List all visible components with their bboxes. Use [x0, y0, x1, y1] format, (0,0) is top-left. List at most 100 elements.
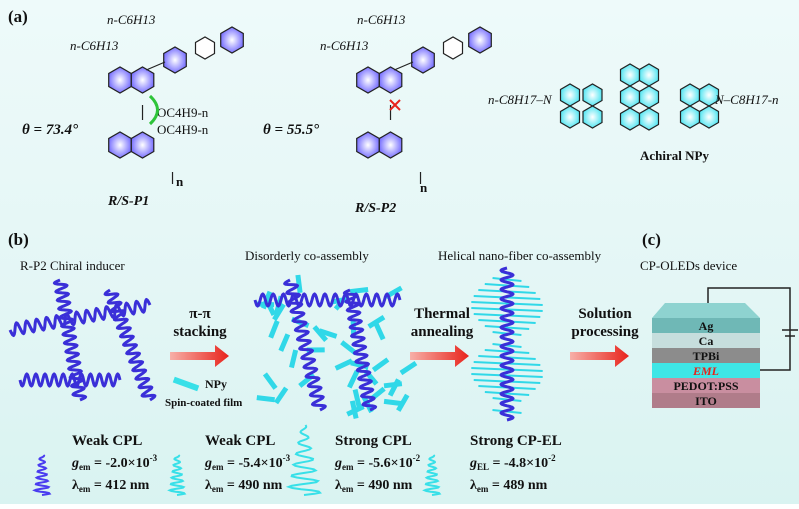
- npy-rod: [278, 333, 290, 352]
- npy-rod: [268, 320, 279, 339]
- step-3-title: Helical nano-fiber co-assembly: [438, 248, 602, 263]
- result-title: Strong CP-EL: [470, 433, 562, 449]
- aromatic-ring: [379, 132, 402, 158]
- npy-right-chain: N–C8H17-n: [714, 92, 779, 107]
- npy-name: Achiral NPy: [640, 148, 709, 163]
- structure-npy: n-C8H17–N N–C8H17-n Achiral NPy: [488, 64, 779, 163]
- layer-label: Ag: [699, 319, 714, 333]
- aromatic-ring: [357, 132, 380, 158]
- cpl-spring-icon: [289, 425, 320, 495]
- result-lambda-value: λem = 489 nm: [470, 478, 548, 494]
- polymer-helix: [255, 294, 400, 306]
- device-title: CP-OLEDs device: [640, 258, 737, 273]
- structure-p1: n-C6H13 n-C6H13 OC4H9-n OC4H9-n θ = 73.4…: [22, 12, 243, 209]
- npy-rod: [372, 357, 389, 372]
- aromatic-ring: [379, 67, 402, 93]
- npy-rings: [561, 64, 719, 130]
- device-top-face: [652, 303, 760, 318]
- helix-drawings: [10, 268, 543, 420]
- p2-n: n: [420, 180, 428, 195]
- p1-butoxy-2: OC4H9-n: [157, 122, 209, 137]
- layer-label: PEDOT:PSS: [673, 379, 738, 393]
- cpl-spring-icon: [35, 455, 50, 495]
- aromatic-ring: [681, 106, 700, 128]
- npy-rod: [289, 349, 298, 368]
- panel-a-label: (a): [8, 7, 28, 26]
- layer-label: Ca: [699, 334, 714, 348]
- result-lambda-value: λem = 412 nm: [72, 478, 150, 494]
- aromatic-ring: [681, 84, 700, 106]
- result-title: Weak CPL: [72, 433, 142, 449]
- p2-hexyl-2: n-C6H13: [320, 38, 369, 53]
- aromatic-ring: [640, 86, 659, 108]
- aromatic-ring: [357, 67, 380, 93]
- p1-hexyl-2: n-C6H13: [70, 38, 119, 53]
- layer-label: EML: [692, 364, 719, 378]
- aromatic-ring: [131, 132, 154, 158]
- npy-rod: [256, 395, 274, 402]
- arrow-3-line-2: processing: [571, 324, 639, 340]
- npy-legend-swatch: [173, 377, 199, 392]
- p1-butoxy-1: OC4H9-n: [157, 105, 209, 120]
- layer-label: ITO: [695, 394, 717, 408]
- spin-coated-film-label: Spin-coated film: [165, 397, 242, 409]
- panel-c-label: (c): [642, 230, 661, 249]
- npy-rod: [384, 381, 402, 388]
- aromatic-ring: [640, 108, 659, 130]
- arrow-1-line-2: stacking: [173, 324, 227, 340]
- aromatic-ring: [621, 64, 640, 86]
- aromatic-ring: [561, 84, 580, 106]
- aromatic-ring: [221, 27, 244, 53]
- arrow-1-line-1: π-π: [189, 306, 211, 322]
- arrow-2-line-1: Thermal: [414, 306, 470, 322]
- aromatic-ring: [583, 84, 602, 106]
- npy-left-chain: n-C8H17–N: [488, 92, 553, 107]
- arrow-3-line-1: Solution: [578, 306, 632, 322]
- npy-rod: [274, 387, 288, 405]
- p1-name: R/S-P1: [107, 194, 149, 209]
- step-1-title: R-P2 Chiral inducer: [20, 258, 125, 273]
- p2-name: R/S-P2: [354, 201, 396, 216]
- step-2-title: Disorderly co-assembly: [245, 248, 369, 263]
- aromatic-ring: [700, 106, 719, 128]
- npy-rod: [263, 372, 278, 389]
- result-g-value: gEL = -4.8×10-2: [469, 453, 556, 472]
- aromatic-ring: [164, 47, 187, 73]
- arrow-thermal-annealing: Thermal annealing: [410, 306, 474, 367]
- polymer-helix: [285, 280, 326, 410]
- npy-rod: [400, 361, 418, 375]
- p2-hexyl-1: n-C6H13: [357, 12, 406, 27]
- aromatic-ring: [469, 27, 492, 53]
- aromatic-ring: [412, 47, 435, 73]
- p1-hexyl-1: n-C6H13: [107, 12, 156, 27]
- structure-p2: n-C6H13 n-C6H13 θ = 55.5° n R/S-P2: [263, 12, 491, 216]
- p1-n: n: [176, 174, 184, 189]
- arrow-pi-stacking: π-π stacking: [170, 306, 229, 367]
- result-g-value: gem = -5.4×10-3: [204, 453, 291, 472]
- result-lambda-value: λem = 490 nm: [205, 478, 283, 494]
- layer-label: TPBi: [693, 349, 720, 363]
- aromatic-ring: [109, 132, 132, 158]
- result-lambda-value: λem = 490 nm: [335, 478, 413, 494]
- arrow-icon: [410, 345, 469, 367]
- arrow-icon: [170, 345, 229, 367]
- results-row: Weak CPLgem = -2.0×10-3λem = 412 nmWeak …: [35, 425, 562, 495]
- cpl-spring-icon: [425, 455, 440, 495]
- result-g-value: gem = -2.0×10-3: [71, 453, 158, 472]
- aromatic-ring: [444, 37, 463, 59]
- npy-legend-label: NPy: [205, 377, 227, 391]
- p2-theta: θ = 55.5°: [263, 122, 319, 138]
- aromatic-ring: [561, 106, 580, 128]
- npy-rod: [373, 322, 385, 340]
- blocked-rotation-icon: [390, 100, 400, 110]
- aromatic-ring: [131, 67, 154, 93]
- aromatic-ring: [109, 67, 132, 93]
- aromatic-ring: [621, 86, 640, 108]
- p2-rings: [357, 27, 492, 184]
- npy-rod: [335, 358, 353, 370]
- oled-device-stack: AgCaTPBiEMLPEDOT:PSSITO: [652, 288, 798, 408]
- arrow-2-line-2: annealing: [411, 324, 474, 340]
- panel-b-label: (b): [8, 230, 29, 249]
